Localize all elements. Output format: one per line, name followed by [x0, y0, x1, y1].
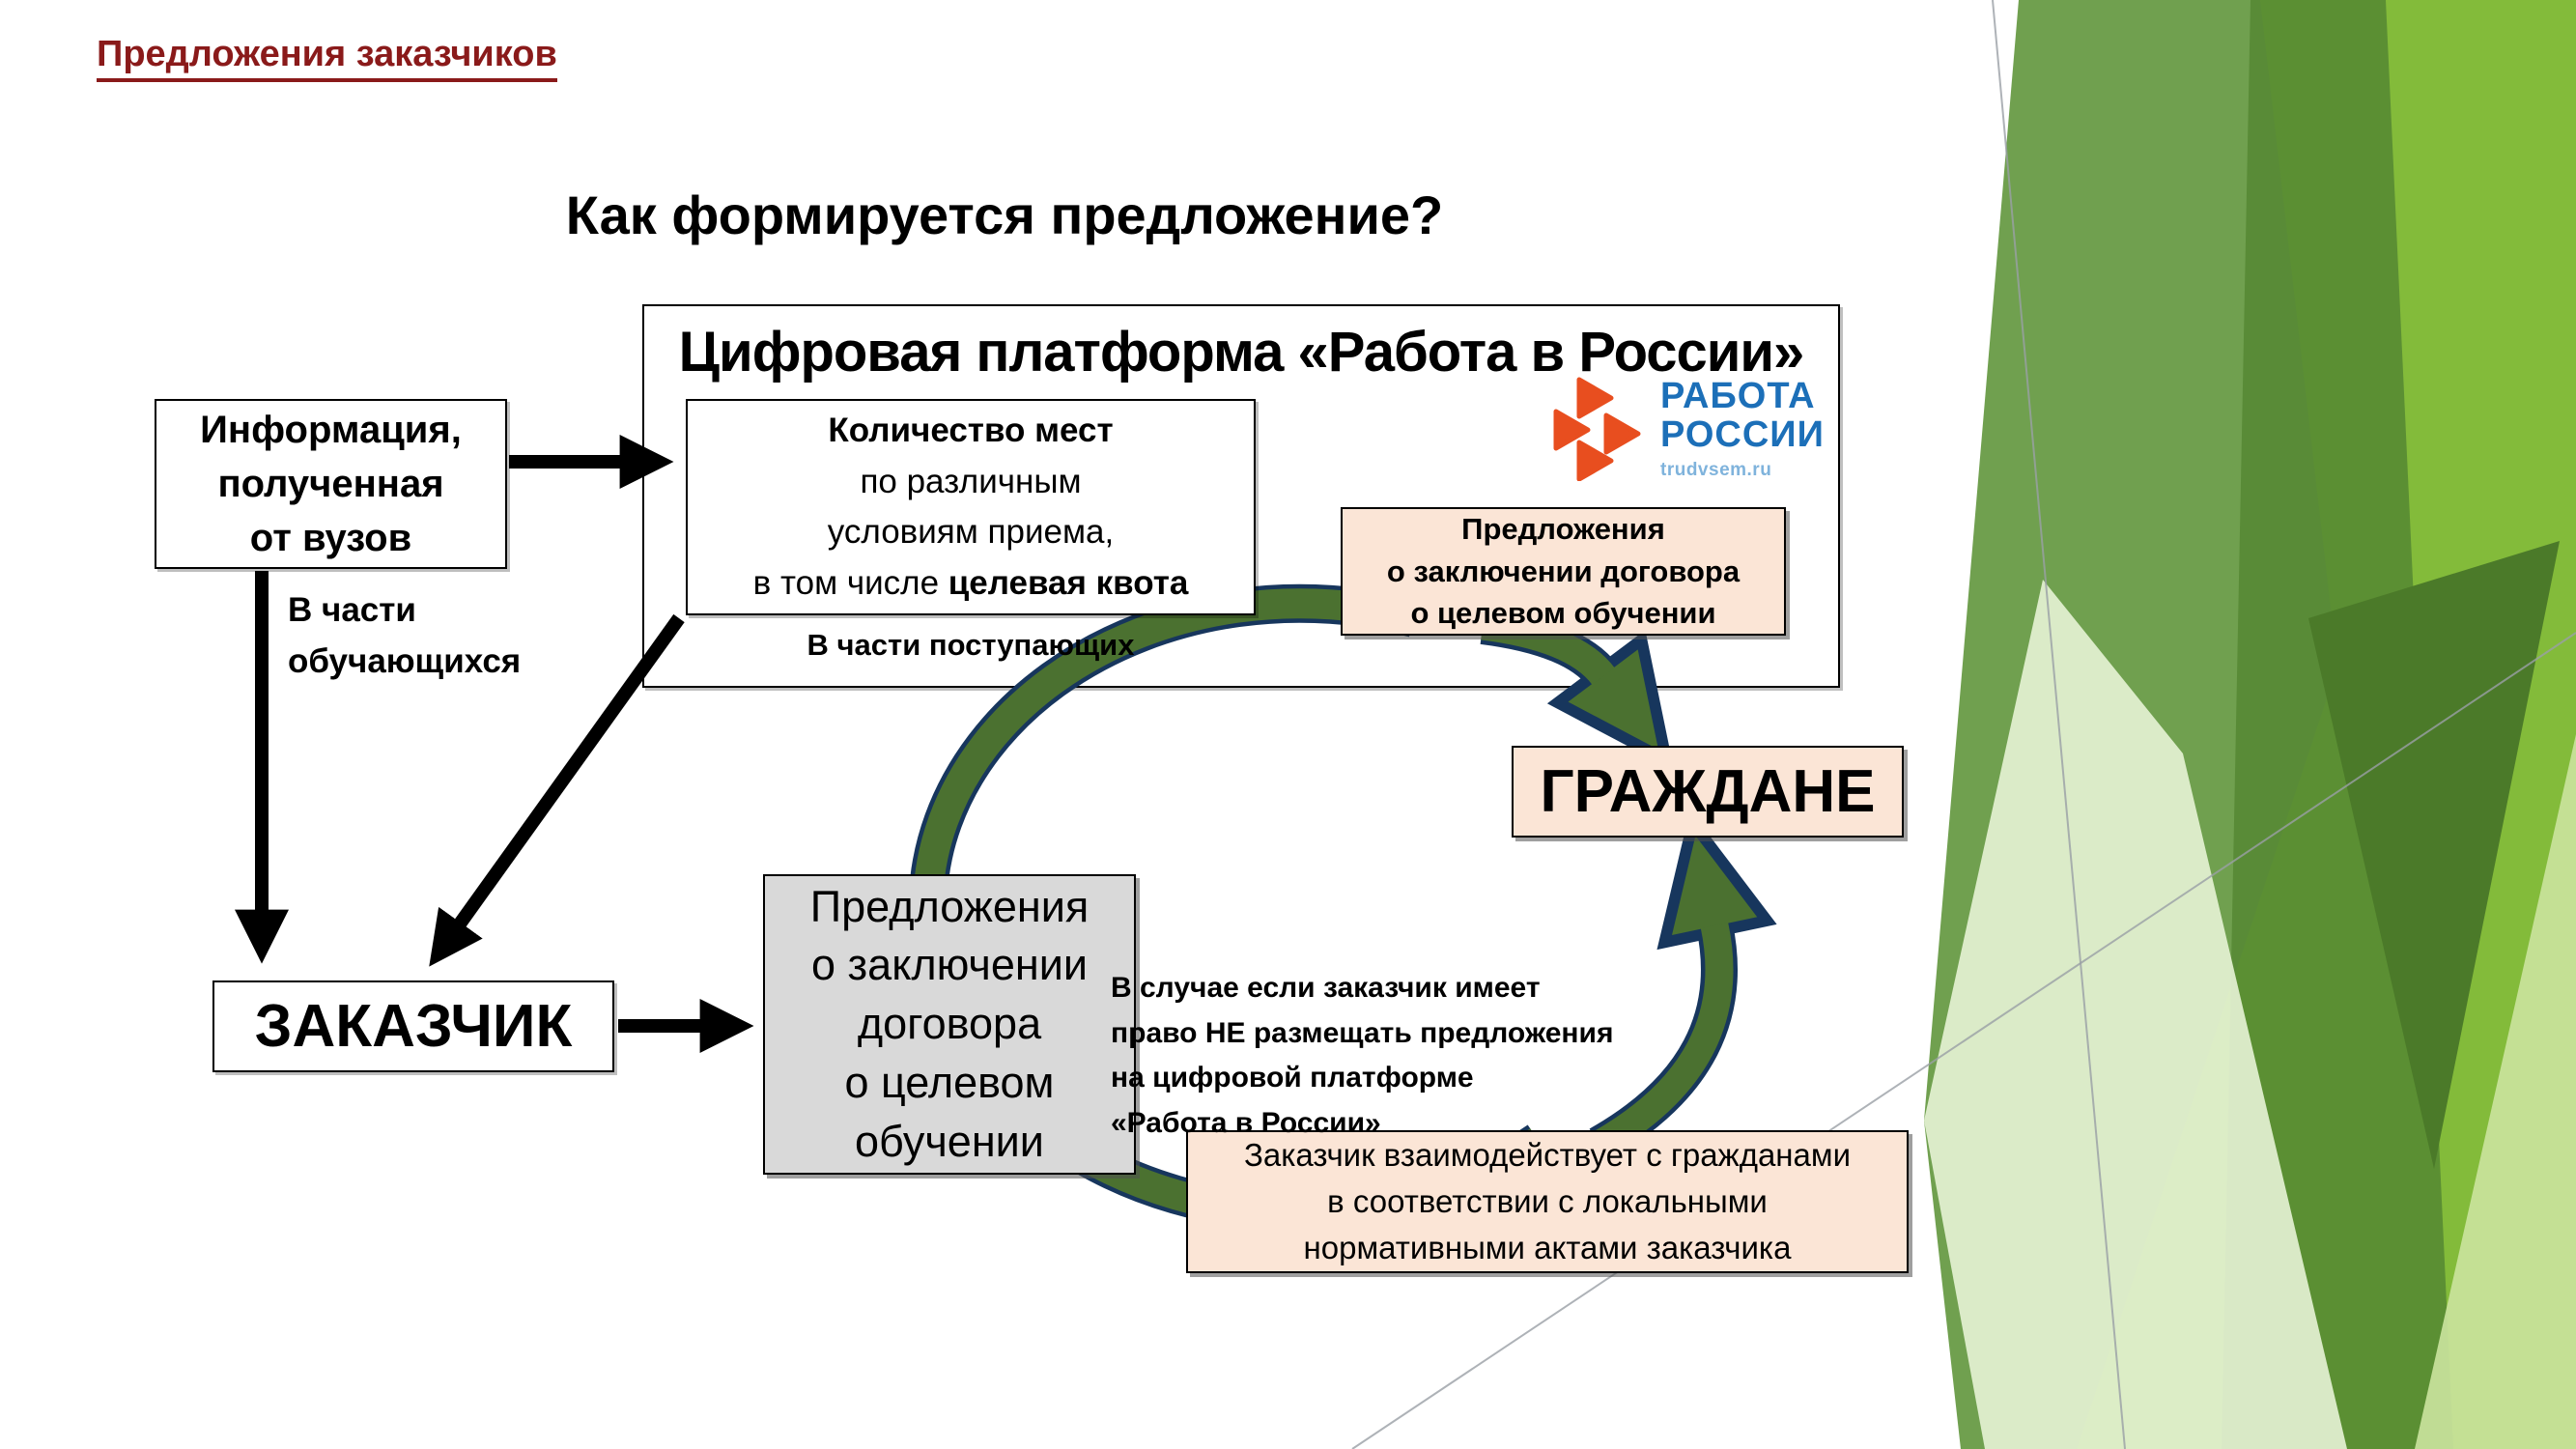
logo-triangle-bottom — [1576, 440, 1614, 481]
applicants-label: В части поступающих — [807, 628, 1135, 662]
bg-diagonal-line-1 — [1992, 0, 2126, 1449]
offer-gray-box: Предложения о заключении договора о целе… — [763, 874, 1136, 1175]
quota-line-1: Количество мест — [828, 412, 1114, 449]
quota-line-3: условиям приема, — [827, 513, 1115, 551]
question-title: Как формируется предложение? — [565, 185, 1444, 245]
students-label: В части обучающихся — [288, 591, 522, 680]
bg-diagonal-line-2 — [1351, 632, 2576, 1449]
bg-dark-shape — [2308, 541, 2560, 1169]
quota-line-4-bold: целевая квота — [948, 563, 1189, 602]
logo-text-block: РАБОТА РОССИИ trudvsem.ru — [1660, 377, 1825, 481]
logo-text-line1: РАБОТА — [1660, 376, 1816, 416]
citizens-box: ГРАЖДАНЕ — [1512, 746, 1904, 838]
logo-text-line2: РОССИИ — [1660, 414, 1825, 456]
logo-triangle-left — [1553, 409, 1591, 451]
quota-line-4: в том числе — [752, 563, 948, 602]
page-title: Предложения заказчиков — [97, 34, 557, 82]
logo-triangle-right — [1603, 412, 1641, 455]
quota-line-2: по различным — [860, 462, 1082, 500]
logo-triangle-top — [1576, 377, 1614, 419]
quota-box: Количество мест по различным условиям пр… — [686, 399, 1256, 615]
logo-text: РАБОТА РОССИИ — [1660, 377, 1825, 455]
platform-box-title: Цифровая платформа «Работа в России» — [678, 321, 1805, 384]
quota-box-text: Количество мест по различным условиям пр… — [753, 406, 1189, 609]
logo-pinwheel-icon — [1553, 377, 1641, 481]
bypass-note: В случае если заказчик имеет право НЕ ра… — [1111, 972, 1614, 1139]
interaction-box: Заказчик взаимодействует с гражданами в … — [1186, 1130, 1909, 1273]
customer-box: ЗАКАЗЧИК — [212, 980, 614, 1072]
bg-light-shape — [2415, 734, 2576, 1449]
rabota-rossii-logo: РАБОТА РОССИИ trudvsem.ru — [1553, 377, 1825, 481]
offer-peach-box: Предложения о заключении договора о целе… — [1341, 507, 1786, 636]
bg-pale-shape — [1924, 580, 2347, 1449]
info-from-universities-box: Информация, полученная от вузов — [155, 399, 507, 569]
logo-site-url: trudvsem.ru — [1660, 459, 1772, 480]
